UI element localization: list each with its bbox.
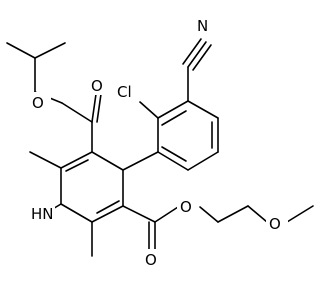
- bond: [91, 151, 124, 171]
- bond-layer: [6, 38, 314, 257]
- bond: [6, 42, 36, 59]
- ring-nh-label: HN: [31, 205, 54, 223]
- bond: [96, 200, 120, 214]
- bond: [161, 110, 187, 126]
- bond: [182, 38, 202, 65]
- label-mask: [114, 81, 142, 101]
- nitrile-nitrogen-label: N: [197, 17, 208, 35]
- bottom-ester-double-oxygen-label: O: [145, 251, 157, 269]
- label-mask: [177, 196, 199, 216]
- label-mask: [29, 92, 51, 112]
- bond: [247, 205, 268, 223]
- bond: [91, 93, 97, 123]
- label-mask: [142, 249, 164, 269]
- bond: [161, 146, 187, 162]
- bond: [217, 205, 249, 223]
- bond: [157, 151, 189, 171]
- bond: [187, 151, 219, 171]
- bond: [192, 44, 212, 71]
- bond: [157, 100, 189, 119]
- bond: [60, 151, 93, 169]
- label-mask: [88, 75, 110, 95]
- bond: [122, 205, 156, 223]
- bond: [65, 159, 89, 172]
- bond: [34, 42, 66, 59]
- bond: [122, 151, 159, 171]
- label-mask: [193, 15, 216, 35]
- ether-oxygen-label: O: [269, 215, 281, 233]
- bond: [96, 93, 102, 123]
- bond: [199, 206, 219, 223]
- top-ester-single-oxygen-label: O: [32, 94, 44, 112]
- bond: [139, 101, 159, 119]
- label-mask: [266, 213, 288, 233]
- bond: [91, 205, 124, 223]
- bond: [187, 100, 219, 119]
- bond: [154, 206, 179, 223]
- chlorine-label: Cl: [117, 83, 132, 101]
- bond: [61, 102, 93, 123]
- bond: [286, 205, 314, 223]
- atom-label-layer: N Cl O O HN O O O: [29, 15, 288, 269]
- bond: [60, 203, 93, 223]
- label-mask: [31, 203, 55, 223]
- bottom-ester-single-oxygen-label: O: [180, 198, 192, 216]
- bond: [187, 41, 207, 68]
- bond: [29, 151, 62, 169]
- top-ester-double-oxygen-label: O: [91, 77, 103, 95]
